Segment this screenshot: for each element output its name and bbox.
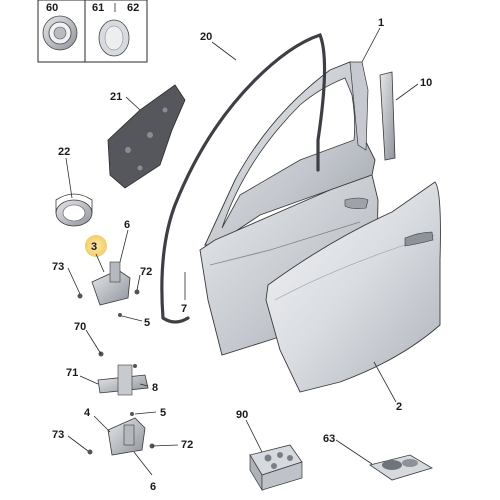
inset-label-60: 60 [46, 2, 58, 14]
callout-4: 4 [84, 407, 91, 419]
fastener-kit [249, 444, 303, 492]
callout-73-lower: 73 [52, 429, 64, 441]
inset-label-61: 61 [92, 2, 104, 14]
callouts: 1 20 10 21 22 3 6 73 72 5 7 70 71 8 5 4 … [52, 17, 432, 493]
patch-kit [369, 454, 433, 481]
callout-5-lower: 5 [160, 407, 166, 419]
grommet-60-icon [42, 15, 78, 51]
door-seal [160, 33, 327, 324]
door-check-strap [97, 351, 149, 396]
callout-6-lower: 6 [150, 481, 156, 493]
callout-73-upper: 73 [52, 261, 64, 273]
inset-label-62: 62 [127, 2, 139, 14]
leader-lines [65, 27, 419, 476]
callout-90: 90 [236, 409, 248, 421]
door-liner [107, 84, 186, 189]
callout-1: 1 [378, 17, 384, 29]
plug-61-icon [98, 19, 130, 57]
speaker-ring [55, 193, 93, 227]
callout-22: 22 [58, 146, 70, 158]
callout-72-upper: 72 [140, 266, 152, 278]
callout-10: 10 [420, 77, 432, 89]
callout-highlight [85, 235, 107, 257]
callout-5-upper: 5 [144, 317, 150, 329]
lower-hinge [87, 412, 155, 456]
callout-8: 8 [152, 382, 158, 394]
callout-70: 70 [74, 321, 86, 333]
callout-6-upper: 6 [124, 219, 130, 231]
callout-63: 63 [323, 433, 335, 445]
callout-2: 2 [396, 401, 402, 413]
callout-7: 7 [181, 303, 187, 315]
pillar-trim [379, 71, 396, 161]
callout-21: 21 [110, 91, 122, 103]
callout-3: 3 [91, 241, 97, 253]
callout-71: 71 [66, 367, 78, 379]
callout-72-lower: 72 [181, 439, 193, 451]
callout-20: 20 [200, 31, 212, 43]
outer-door-panel [265, 181, 441, 393]
inset-table: 60 61 62 [37, 0, 148, 63]
upper-hinge [77, 261, 140, 317]
